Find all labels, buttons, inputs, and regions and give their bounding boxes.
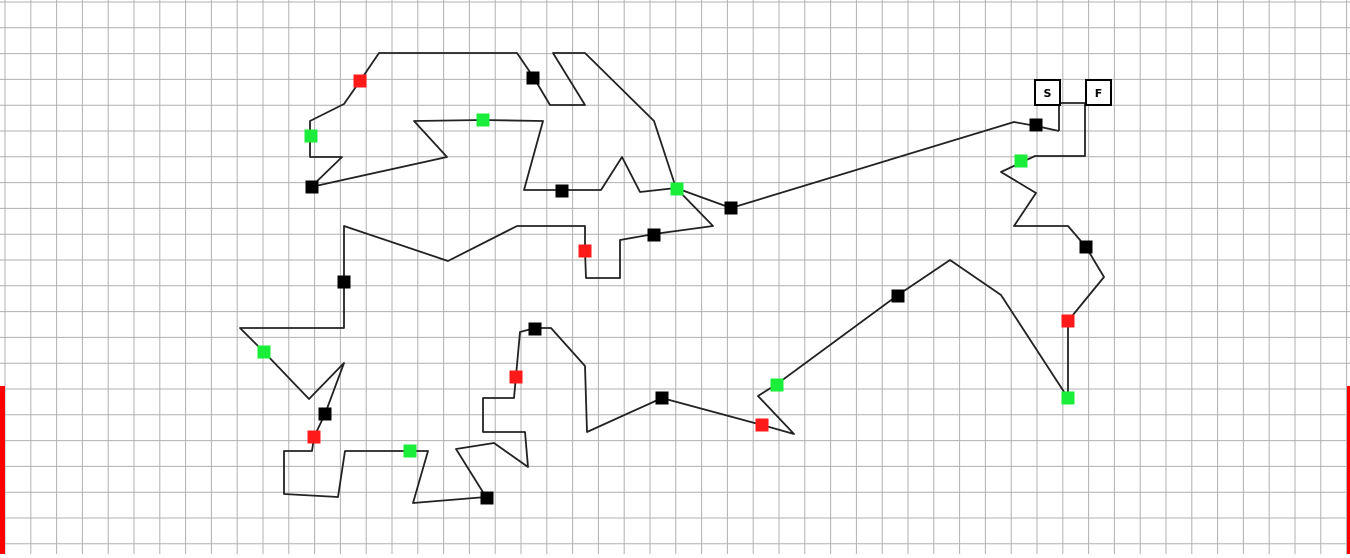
red-square-marker [509, 370, 523, 384]
checkpoint-markers [257, 71, 1093, 505]
black-square-marker [480, 491, 494, 505]
black-square-marker [318, 407, 332, 421]
green-square-marker [476, 113, 490, 127]
green-square-marker [1061, 391, 1075, 405]
left-edge-accent [0, 386, 5, 554]
black-square-marker [655, 391, 669, 405]
black-square-marker [337, 275, 351, 289]
green-square-marker [670, 182, 684, 196]
green-square-marker [257, 345, 271, 359]
finish-marker-label: F [1095, 87, 1103, 100]
start-marker-label: S [1044, 87, 1052, 100]
start-marker[interactable]: S [1034, 79, 1061, 106]
red-square-marker [353, 74, 367, 88]
red-square-marker [1061, 314, 1075, 328]
red-square-marker [307, 430, 321, 444]
black-square-marker [305, 180, 319, 194]
red-square-marker [578, 244, 592, 258]
green-square-marker [1014, 154, 1028, 168]
green-square-marker [770, 378, 784, 392]
black-square-marker [528, 322, 542, 336]
red-square-marker [755, 418, 769, 432]
green-square-marker [304, 129, 318, 143]
black-square-marker [526, 71, 540, 85]
black-square-marker [891, 289, 905, 303]
right-edge-accent [1347, 386, 1350, 554]
black-square-marker [1079, 240, 1093, 254]
black-square-marker [555, 184, 569, 198]
black-square-marker [647, 228, 661, 242]
black-square-marker [724, 201, 738, 215]
green-square-marker [403, 444, 417, 458]
finish-marker[interactable]: F [1085, 79, 1112, 106]
route-path [239, 52, 1105, 504]
black-square-marker [1029, 118, 1043, 132]
